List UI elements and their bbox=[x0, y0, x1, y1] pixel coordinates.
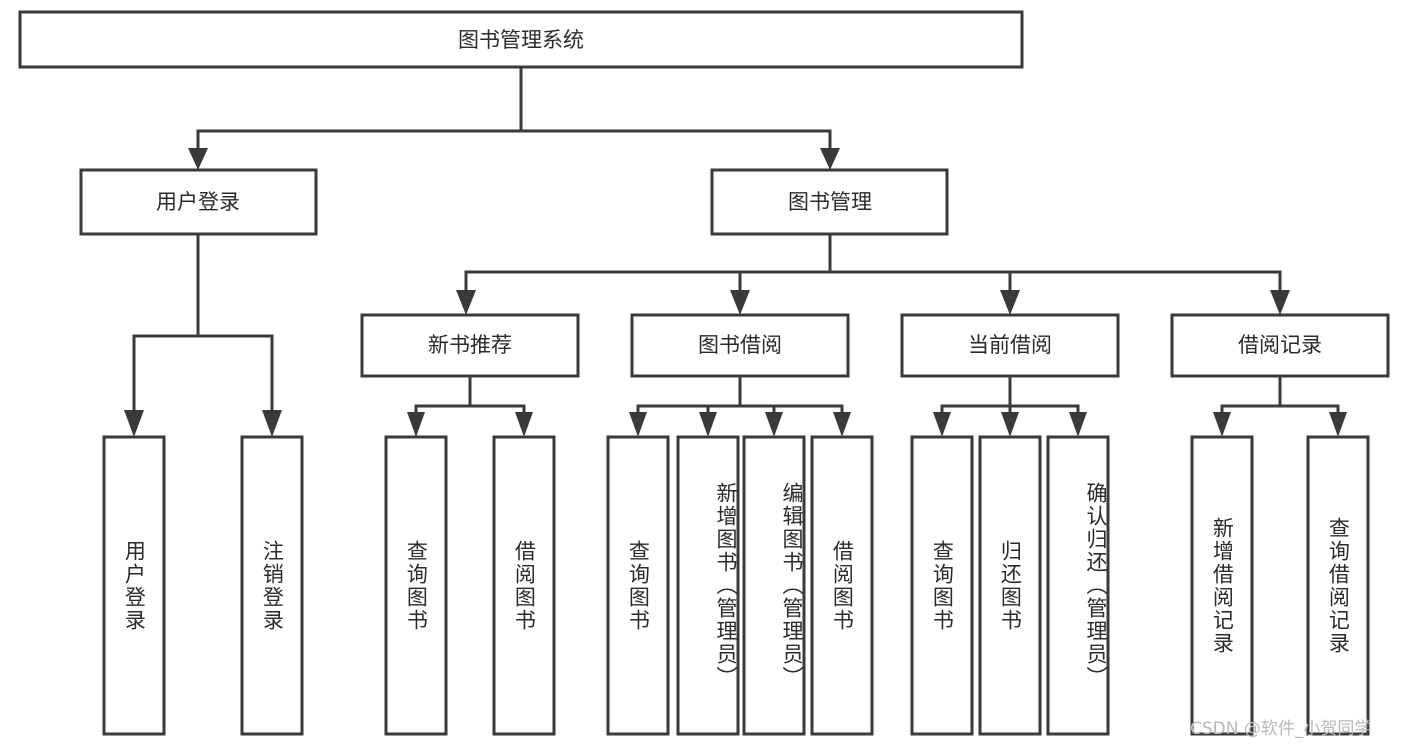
leaf-user-login-1[interactable] bbox=[240, 435, 304, 736]
arrowhead-book-mgmt bbox=[820, 148, 840, 170]
leaf-borrow-3[interactable] bbox=[810, 435, 874, 736]
node-root[interactable] bbox=[18, 10, 1024, 69]
leaf-record-0[interactable] bbox=[1190, 435, 1254, 736]
arrowhead-user-login bbox=[188, 148, 208, 170]
node-borrow-record[interactable] bbox=[1170, 313, 1390, 378]
leaf-current-1[interactable] bbox=[978, 435, 1042, 736]
node-book-borrow-label: 图书借阅 bbox=[698, 333, 782, 357]
node-book-management-label: 图书管理 bbox=[788, 190, 872, 214]
arrowhead-bor-leaf-2 bbox=[765, 412, 783, 437]
node-new-book-recommend[interactable] bbox=[360, 313, 580, 378]
arrowhead-bor-leaf-3 bbox=[833, 412, 851, 437]
arrowhead-l3-1 bbox=[730, 290, 750, 315]
arrowhead-ul-leaf-1 bbox=[262, 410, 282, 437]
node-user-login-label: 用户登录 bbox=[156, 190, 240, 214]
watermark: CSDN @软件_小贺同学 bbox=[1190, 719, 1372, 739]
leaf-borrow-1[interactable] bbox=[676, 435, 740, 736]
node-book-borrow[interactable] bbox=[630, 313, 850, 378]
leaf-recommend-0[interactable] bbox=[384, 435, 448, 736]
leaf-user-login-0[interactable] bbox=[102, 435, 166, 736]
leaf-current-0[interactable] bbox=[910, 435, 974, 736]
arrowhead-l3-3 bbox=[1270, 290, 1290, 315]
arrowhead-cur-leaf-1 bbox=[1001, 412, 1019, 437]
arrowhead-cur-leaf-0 bbox=[933, 412, 951, 437]
leaf-recommend-1[interactable] bbox=[492, 435, 556, 736]
node-book-management[interactable] bbox=[710, 168, 949, 236]
arrowhead-cur-leaf-2 bbox=[1069, 412, 1087, 437]
leaf-current-2[interactable] bbox=[1046, 435, 1110, 736]
arrowhead-bor-leaf-1 bbox=[699, 412, 717, 437]
arrowhead-bor-leaf-0 bbox=[629, 412, 647, 437]
arrowhead-l3-0 bbox=[456, 290, 476, 315]
node-borrow-record-label: 借阅记录 bbox=[1238, 333, 1322, 357]
arrowhead-rec-leaf-1 bbox=[515, 412, 533, 437]
arrowhead-l3-2 bbox=[1000, 290, 1020, 315]
node-new-book-recommend-label: 新书推荐 bbox=[428, 333, 512, 357]
arrowhead-group bbox=[124, 148, 1347, 437]
arrowhead-rcd-leaf-0 bbox=[1213, 412, 1231, 437]
leaf-borrow-2[interactable] bbox=[742, 435, 806, 736]
node-current-borrow-label: 当前借阅 bbox=[968, 333, 1052, 357]
arrowhead-rcd-leaf-1 bbox=[1329, 412, 1347, 437]
arrowhead-rec-leaf-0 bbox=[407, 412, 425, 437]
leaf-record-1[interactable] bbox=[1306, 435, 1370, 736]
node-user-login[interactable] bbox=[79, 168, 318, 236]
leaf-borrow-0[interactable] bbox=[606, 435, 670, 736]
node-root-label: 图书管理系统 bbox=[458, 28, 584, 52]
node-current-borrow[interactable] bbox=[900, 313, 1120, 378]
arrowhead-ul-leaf-0 bbox=[124, 410, 144, 437]
